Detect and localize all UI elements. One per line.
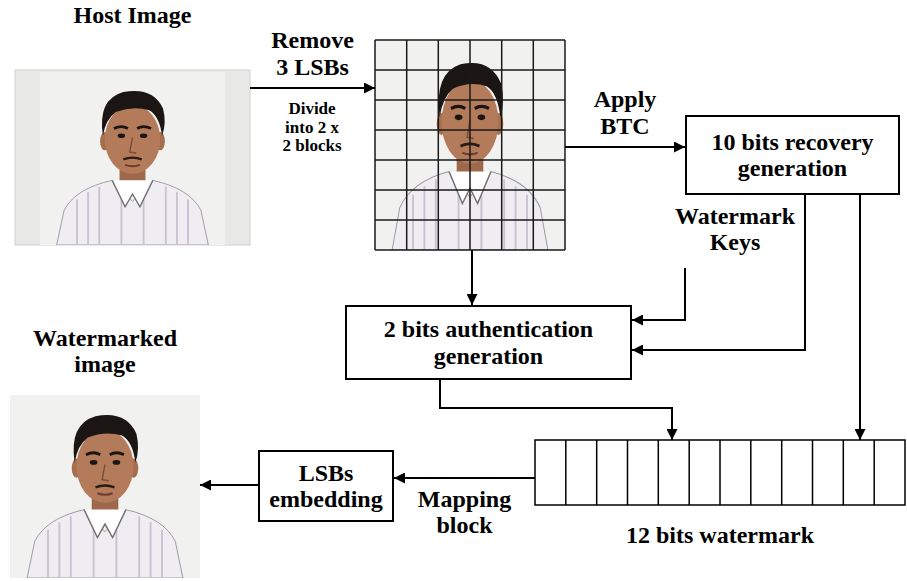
host-photo — [40, 72, 225, 245]
flow-arrow — [565, 146, 685, 148]
key-arrow — [632, 268, 685, 320]
node-label: 12 bits watermark — [626, 522, 814, 548]
node-label: 10 bits recovery generation — [695, 129, 890, 182]
image-node — [375, 40, 565, 250]
bit-cells — [566, 440, 874, 505]
flow-arrow — [859, 195, 861, 440]
flow-arrow — [440, 380, 672, 440]
annotation: Watermark Keys — [673, 203, 798, 256]
flow-arrow — [250, 87, 375, 89]
block-photo — [375, 40, 565, 250]
node-label: Host Image — [74, 2, 192, 28]
flow-arrow — [471, 250, 473, 305]
node-label: Watermarked image — [10, 325, 200, 378]
process-box: 10 bits recovery generation — [685, 115, 900, 195]
image-node: Host Image — [15, 2, 250, 245]
flow-arrow — [200, 484, 258, 486]
block-grid — [375, 40, 565, 250]
annotation: Divide into 2 x 2 blocks — [281, 100, 343, 156]
process-box: LSBs embedding — [258, 450, 394, 522]
node-label: 2 bits authentication generation — [355, 316, 622, 369]
step-label: Mapping block — [417, 486, 512, 539]
watermarked-photo — [10, 395, 200, 578]
photo-frame — [15, 70, 250, 245]
step-label: Remove 3 LSBs — [268, 27, 358, 80]
process-box: 2 bits authentication generation — [345, 305, 632, 380]
flow-arrow — [394, 477, 535, 479]
step-label: Apply BTC — [585, 86, 665, 139]
node-label: LSBs embedding — [268, 460, 384, 513]
bit-array — [535, 440, 905, 505]
bit-array-node: 12 bits watermark — [535, 440, 905, 552]
image-node: Watermarked image — [10, 325, 200, 581]
flow-arrow — [632, 195, 805, 350]
